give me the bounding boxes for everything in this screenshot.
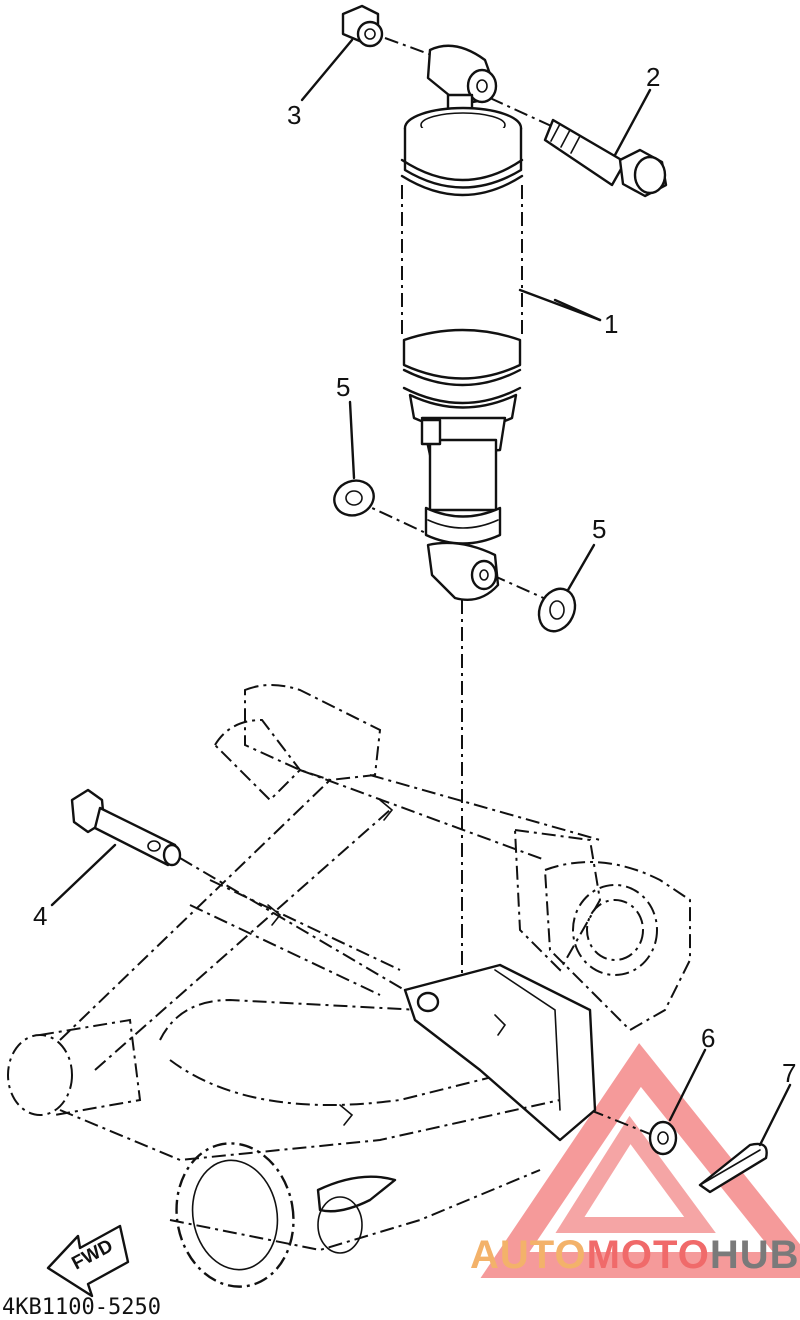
pivot-bolt-part bbox=[70, 788, 182, 867]
cotter-pin-part bbox=[698, 1142, 768, 1194]
watermark-text: AUTOMOTOHUB bbox=[470, 1233, 800, 1277]
callout-1: 1 bbox=[604, 309, 618, 339]
callout-2: 2 bbox=[646, 62, 660, 92]
plain-washer-part bbox=[648, 1120, 678, 1156]
bolt-part bbox=[543, 118, 668, 198]
nut-part bbox=[341, 4, 384, 48]
callout-6: 6 bbox=[701, 1023, 715, 1053]
watermark-triangle-icon bbox=[480, 1043, 800, 1278]
callout-labels: 1 2 3 4 5 5 6 7 bbox=[33, 62, 796, 1088]
assembly-lines bbox=[179, 37, 661, 1139]
callout-4: 4 bbox=[33, 901, 47, 931]
callout-3: 3 bbox=[287, 100, 301, 130]
callout-7: 7 bbox=[782, 1058, 796, 1088]
watermark-word-moto: MOTO bbox=[587, 1233, 710, 1277]
shock-absorber-part bbox=[400, 44, 602, 602]
callout-5-upper: 5 bbox=[336, 372, 350, 402]
washer-upper-part bbox=[333, 479, 375, 517]
swingarm-part bbox=[7, 684, 691, 1288]
watermark-word-auto: AUTO bbox=[470, 1233, 587, 1277]
leader-lines bbox=[50, 38, 792, 1147]
watermark-logo bbox=[480, 1043, 800, 1278]
forward-direction-arrow: FWD bbox=[46, 1224, 130, 1298]
watermark-inner-triangle-icon bbox=[555, 1115, 716, 1233]
callout-5-lower: 5 bbox=[592, 514, 606, 544]
washer-lower-part bbox=[537, 587, 577, 633]
watermark-word-hub: HUB bbox=[710, 1233, 800, 1277]
diagram-code: 4KB1100-5250 bbox=[2, 1295, 161, 1320]
